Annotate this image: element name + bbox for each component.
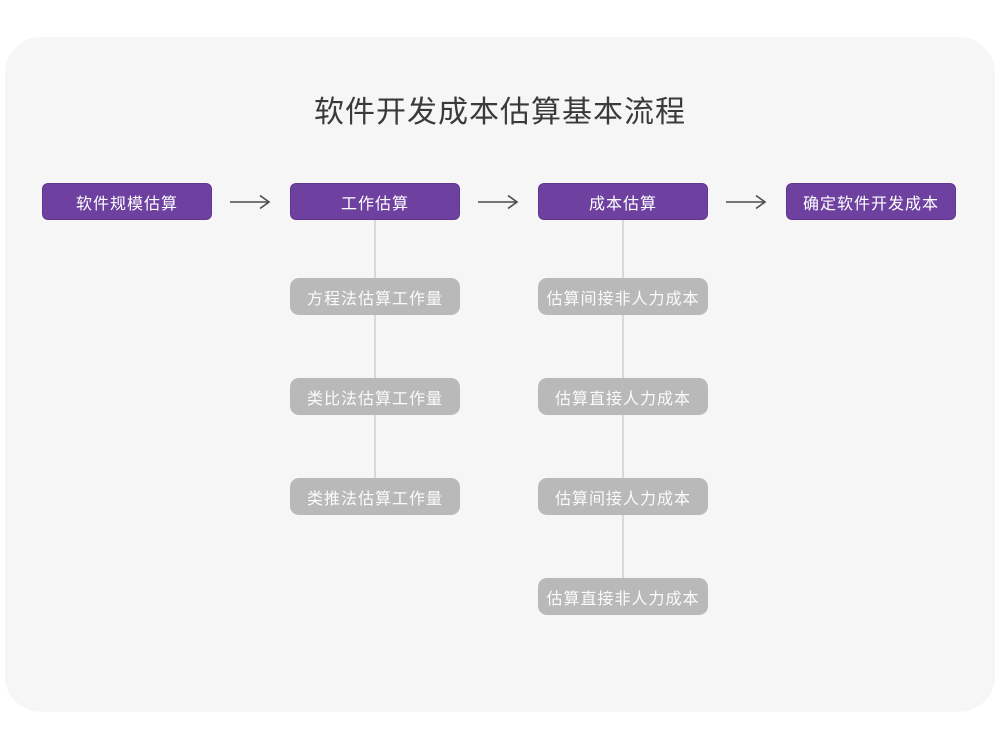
flow-node-label: 工作估算 — [340, 195, 409, 213]
flow-node-label: 成本估算 — [588, 195, 657, 213]
diagram-title: 软件开发成本估算基本流程 — [314, 96, 686, 129]
flow-node-effort-estimation: 工作估算 — [290, 183, 460, 220]
sub-node-label: 类推法估算工作量 — [306, 490, 443, 508]
flow-node-cost-estimation: 成本估算 — [538, 183, 708, 220]
sub-node-label: 估算直接人力成本 — [554, 390, 691, 408]
sub-node-label: 类比法估算工作量 — [306, 390, 443, 408]
sub-node-indirect-nonlabor-cost: 估算间接非人力成本 — [538, 278, 708, 315]
sub-node-equation-method: 方程法估算工作量 — [290, 278, 460, 315]
sub-node-extrapolation-method: 类推法估算工作量 — [290, 478, 460, 515]
right-arrow-icon — [478, 194, 519, 210]
sub-node-direct-labor-cost: 估算直接人力成本 — [538, 378, 708, 415]
right-arrow-icon — [230, 194, 271, 210]
flow-node-software-scale: 软件规模估算 — [42, 183, 212, 220]
sub-node-label: 估算间接非人力成本 — [546, 290, 700, 308]
flowchart-canvas: 软件开发成本估算基本流程 软件规模估算 工作估算 成本估算 确定软件开发成本 — [5, 37, 995, 712]
flow-node-label: 软件规模估算 — [75, 195, 178, 213]
sub-node-label: 估算直接非人力成本 — [546, 590, 700, 608]
flow-node-final-cost: 确定软件开发成本 — [786, 183, 956, 220]
sub-node-indirect-labor-cost: 估算间接人力成本 — [538, 478, 708, 515]
sub-node-direct-nonlabor-cost: 估算直接非人力成本 — [538, 578, 708, 615]
sub-node-analogy-method: 类比法估算工作量 — [290, 378, 460, 415]
right-arrow-icon — [726, 194, 767, 210]
sub-node-label: 方程法估算工作量 — [306, 290, 443, 308]
connector-line-effort — [374, 220, 376, 498]
sub-node-label: 估算间接人力成本 — [554, 490, 691, 508]
flow-node-label: 确定软件开发成本 — [802, 195, 939, 213]
